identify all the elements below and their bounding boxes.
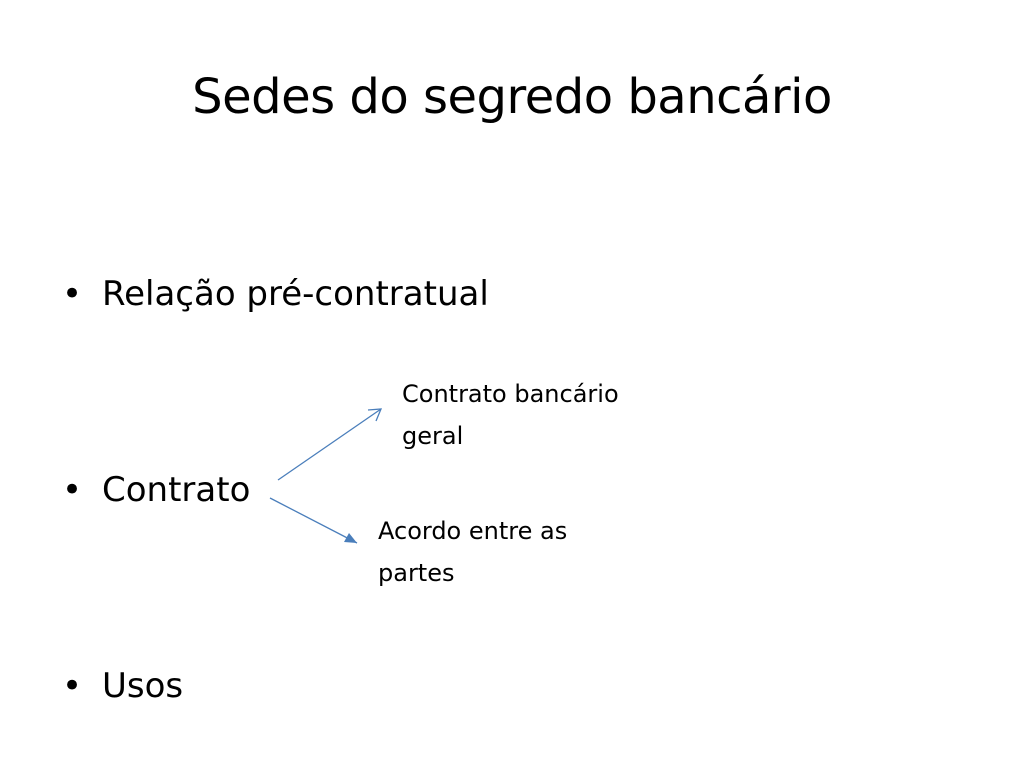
bullet-label: Usos — [102, 666, 184, 706]
bullet-icon: • — [62, 666, 83, 706]
callout-line: Acordo entre as — [378, 517, 568, 545]
slide-title: Sedes do segredo bancário — [192, 69, 832, 125]
bullet-label: Contrato — [102, 470, 251, 510]
bullet-icon: • — [62, 274, 83, 314]
bullet-item-contrato: • Contrato — [62, 466, 250, 514]
callout-line: geral — [402, 422, 464, 450]
callout-line: Contrato bancário — [402, 380, 619, 408]
bullet-item-relacao-pre-contratual: • Relação pré-contratual — [62, 270, 489, 318]
callout-acordo-entre-as-partes: Acordo entre as partes — [378, 510, 648, 594]
bullet-item-usos: • Usos — [62, 662, 183, 710]
callout-contrato-bancario-geral: Contrato bancário geral — [402, 373, 672, 457]
callout-line: partes — [378, 559, 455, 587]
arrow-down-right-icon — [269, 497, 358, 544]
bullet-label: Relação pré-contratual — [102, 274, 489, 314]
arrow-up-right-icon — [277, 408, 383, 481]
bullet-icon: • — [62, 470, 83, 510]
